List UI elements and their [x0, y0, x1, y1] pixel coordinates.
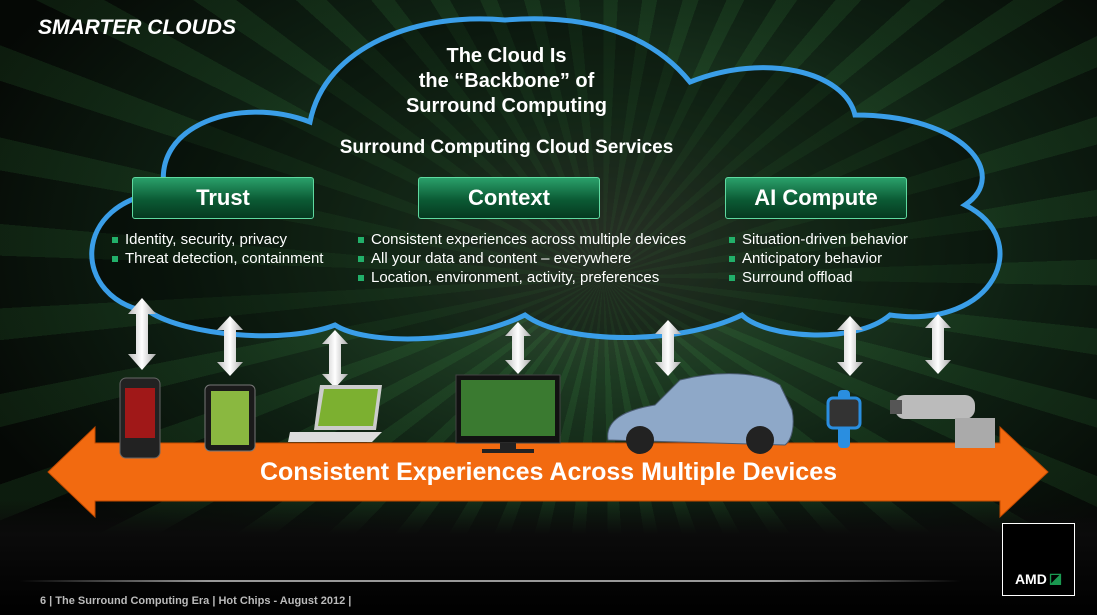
bullet: Threat detection, containment — [112, 249, 323, 268]
bullet: All your data and content – everywhere — [358, 249, 686, 268]
bullet: Consistent experiences across multiple d… — [358, 230, 686, 249]
cloud-heading: The Cloud Is the “Backbone” of Surround … — [0, 44, 1055, 119]
car-icon — [607, 373, 794, 454]
bullet: Identity, security, privacy — [112, 230, 323, 249]
service-box-ai-compute: AI Compute — [725, 177, 907, 219]
smartphone-icon — [119, 377, 161, 459]
double-arrow-icon — [505, 322, 531, 374]
band-text: Consistent Experiences Across Multiple D… — [259, 458, 838, 486]
amd-arrow-icon: ◪ — [1048, 570, 1063, 586]
footer-text: 6 | The Surround Computing Era | Hot Chi… — [40, 595, 352, 607]
ai-compute-bullets: Situation-driven behavior Anticipatory b… — [729, 230, 908, 287]
double-arrow-icon — [217, 316, 243, 376]
bullet: Location, environment, activity, prefere… — [358, 268, 686, 287]
trust-bullets: Identity, security, privacy Threat detec… — [112, 230, 323, 268]
double-arrow-icon — [655, 320, 681, 376]
logo-text: AMD — [1014, 571, 1047, 587]
double-arrow-icon — [925, 314, 951, 374]
camera-icon — [890, 395, 995, 448]
amd-logo: AMD◪ — [1002, 523, 1075, 596]
double-arrow-icon — [837, 316, 863, 376]
background-fade — [0, 500, 1097, 615]
heading-line: the “Backbone” of — [418, 70, 595, 92]
service-box-context: Context — [418, 177, 600, 219]
bullet: Anticipatory behavior — [729, 249, 908, 268]
context-bullets: Consistent experiences across multiple d… — [358, 230, 686, 287]
double-arrow-icon — [322, 330, 348, 388]
footer-divider — [20, 580, 960, 582]
bullet: Surround offload — [729, 268, 908, 287]
service-box-trust: Trust — [132, 177, 314, 219]
cloud-subheading: Surround Computing Cloud Services — [339, 137, 674, 158]
watch-icon — [826, 390, 862, 448]
heading-line: Surround Computing — [405, 95, 608, 117]
slide-title: SMARTER CLOUDS — [38, 16, 236, 39]
orange-band-arrow — [47, 425, 1049, 519]
tv-icon — [455, 374, 561, 453]
heading-line: The Cloud Is — [446, 45, 567, 67]
bullet: Situation-driven behavior — [729, 230, 908, 249]
double-arrow-icon — [128, 298, 156, 370]
laptop-icon — [288, 385, 382, 442]
tablet-icon — [204, 384, 256, 452]
